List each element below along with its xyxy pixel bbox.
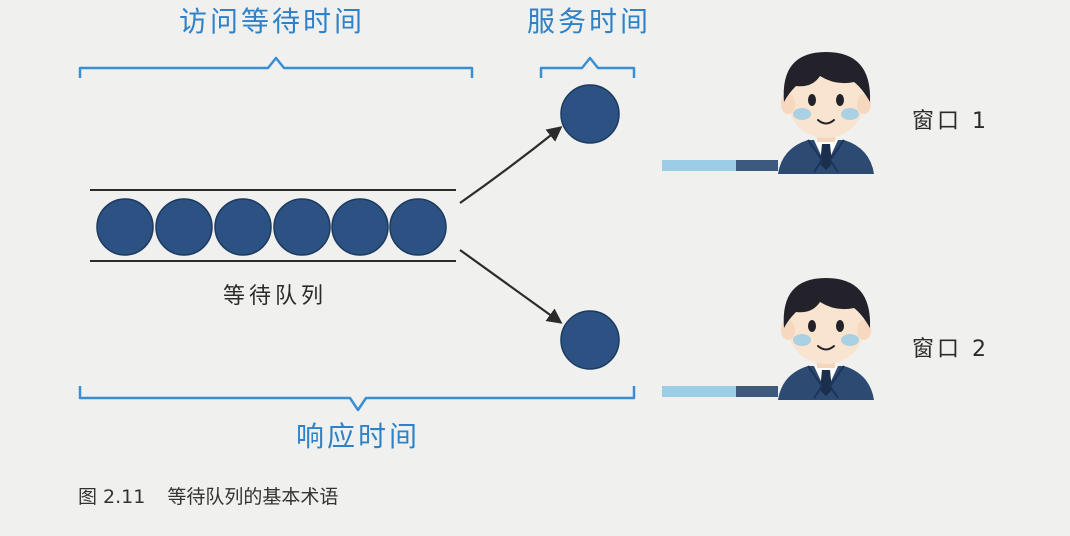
response-time-bracket <box>78 386 636 412</box>
window-2-label: 窗口 2 <box>912 337 989 362</box>
queue-customer-ball <box>389 198 447 256</box>
queue-customer-ball <box>331 198 389 256</box>
wait-queue-label: 等待队列 <box>223 284 327 309</box>
counter-2-dark <box>736 386 778 397</box>
served-customer-ball-1 <box>560 84 620 144</box>
counter-1-dark <box>736 160 778 171</box>
counter-2-light <box>662 386 736 397</box>
counter-1-light <box>662 160 736 171</box>
queue-customer-ball <box>155 198 213 256</box>
response-time-label: 响应时间 <box>296 420 420 453</box>
service-time-bracket <box>539 56 636 78</box>
figure-number: 图 2.11 <box>78 486 146 508</box>
arrow-to-window-1 <box>459 126 563 204</box>
clerk-1-icon <box>777 51 875 175</box>
arrow-to-window-2 <box>459 249 563 324</box>
queue-customer-ball <box>273 198 331 256</box>
service-time-label: 服务时间 <box>527 5 651 38</box>
access-wait-time-bracket <box>78 56 474 78</box>
figure-caption-text: 等待队列的基本术语 <box>167 486 339 508</box>
queue-customer-ball <box>96 198 154 256</box>
window-1-label: 窗口 1 <box>912 109 989 134</box>
served-customer-ball-2 <box>560 310 620 370</box>
figure-caption: 图 2.11 等待队列的基本术语 <box>78 482 338 509</box>
queue-customer-ball <box>214 198 272 256</box>
access-wait-time-label: 访问等待时间 <box>179 5 365 38</box>
clerk-2-icon <box>777 277 875 401</box>
